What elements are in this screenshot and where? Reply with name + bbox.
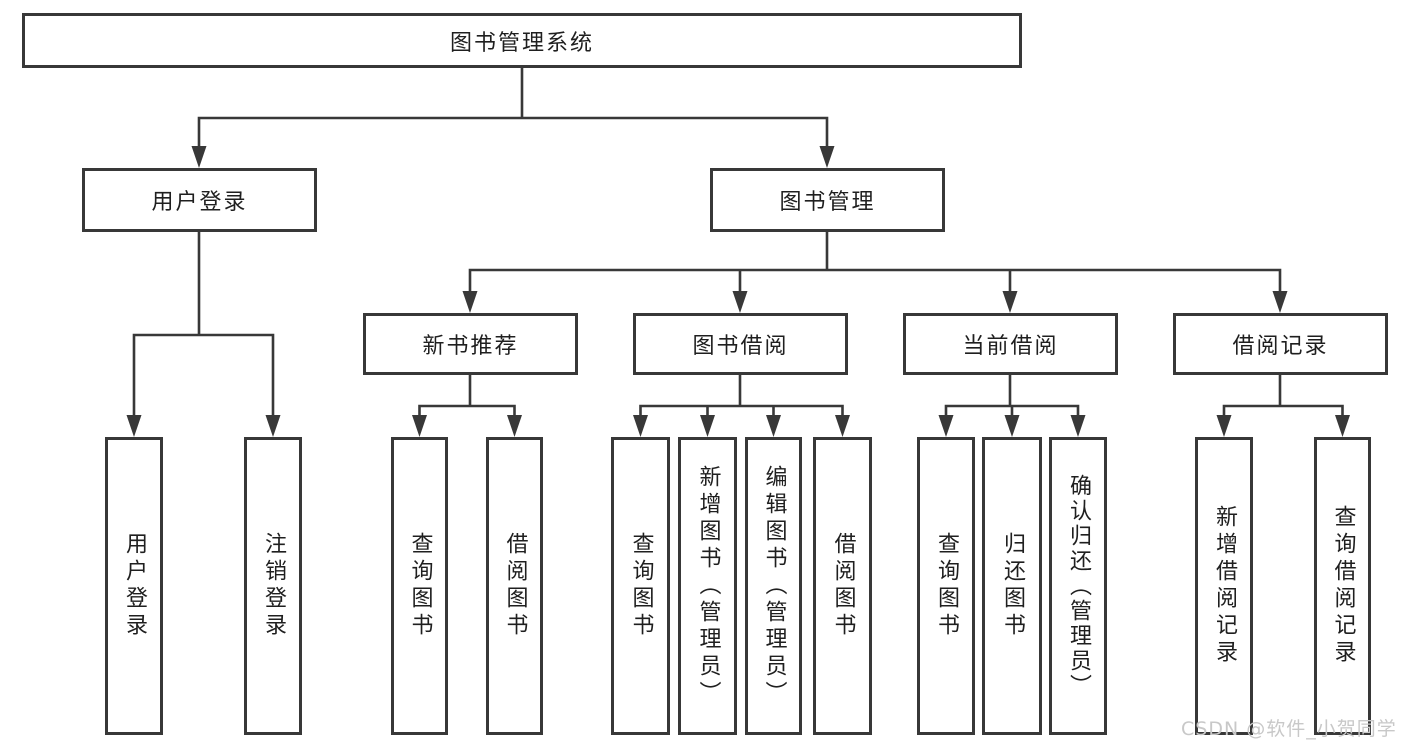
leaf-logout-label: 注销登录	[261, 532, 286, 640]
leaf-current-confirm-label: 确认归还（管理员）	[1066, 473, 1091, 699]
node-book-mgmt: 图书管理	[710, 168, 945, 232]
connector-root	[197, 68, 829, 150]
node-current-borrow-label: 当前借阅	[962, 334, 1059, 359]
node-root-label: 图书管理系统	[449, 30, 594, 56]
leaf-current-query-label: 查询图书	[934, 532, 959, 640]
connector-borrow-records	[1222, 375, 1344, 418]
node-current-borrow: 当前借阅	[903, 313, 1118, 375]
leaf-borrow-edit-label: 编辑图书（管理员）	[761, 464, 787, 708]
connector-new-books	[418, 375, 516, 418]
leaf-current-return-label: 归还图书	[1000, 532, 1025, 640]
leaf-newbooks-borrow: 借阅图书	[486, 437, 543, 735]
node-root: 图书管理系统	[22, 13, 1022, 68]
leaf-current-confirm: 确认归还（管理员）	[1049, 437, 1107, 735]
leaf-current-query: 查询图书	[917, 437, 975, 735]
csdn-watermark: CSDN @软件_小贺同学	[1181, 718, 1397, 740]
connector-book-mgmt	[468, 232, 1282, 294]
leaf-borrow-borrow: 借阅图书	[813, 437, 872, 735]
node-borrow-records: 借阅记录	[1173, 313, 1388, 375]
node-new-books-label: 新书推荐	[422, 334, 519, 359]
leaf-newbooks-query-label: 查询图书	[407, 532, 433, 640]
node-user-login-label: 用户登录	[151, 190, 248, 215]
leaf-borrow-borrow-label: 借阅图书	[830, 532, 856, 640]
leaf-current-return: 归还图书	[982, 437, 1042, 735]
connector-book-borrow	[639, 375, 844, 418]
node-borrow-records-label: 借阅记录	[1232, 334, 1329, 359]
leaf-user-login: 用户登录	[105, 437, 163, 735]
leaf-newbooks-query: 查询图书	[391, 437, 448, 735]
leaf-borrow-add-label: 新增图书（管理员）	[695, 464, 721, 708]
connector-current-borrow	[944, 375, 1080, 418]
connector-user-login	[132, 232, 275, 418]
leaf-newbooks-borrow-label: 借阅图书	[502, 532, 528, 640]
node-book-borrow-label: 图书借阅	[692, 334, 789, 359]
node-book-mgmt-label: 图书管理	[779, 190, 876, 215]
node-user-login: 用户登录	[82, 168, 317, 232]
leaf-logout: 注销登录	[244, 437, 302, 735]
leaf-user-login-label: 用户登录	[122, 532, 147, 640]
leaf-records-add: 新增借阅记录	[1195, 437, 1253, 735]
leaf-records-add-label: 新增借阅记录	[1212, 505, 1237, 667]
arrowheads	[126, 146, 1350, 437]
leaf-borrow-add: 新增图书（管理员）	[678, 437, 737, 735]
node-book-borrow: 图书借阅	[633, 313, 848, 375]
leaf-records-query-label: 查询借阅记录	[1330, 505, 1356, 667]
leaf-borrow-edit: 编辑图书（管理员）	[745, 437, 802, 735]
leaf-borrow-query: 查询图书	[611, 437, 670, 735]
leaf-borrow-query-label: 查询图书	[628, 532, 654, 640]
leaf-records-query: 查询借阅记录	[1314, 437, 1371, 735]
node-new-books: 新书推荐	[363, 313, 578, 375]
